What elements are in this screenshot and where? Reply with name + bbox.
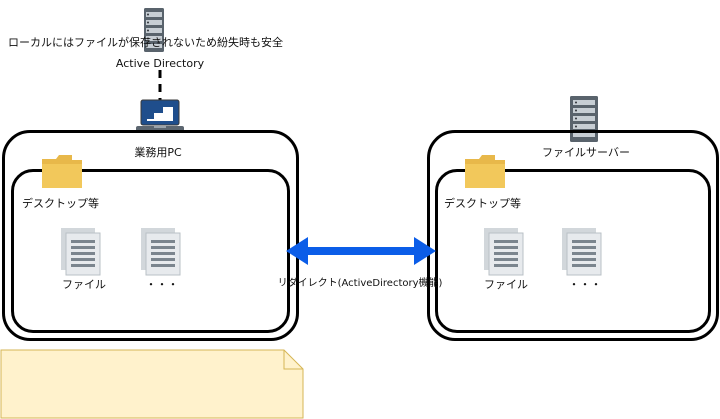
- left-pc-container: [2, 130, 299, 341]
- work-pc-label: 業務用PC: [134, 146, 182, 159]
- file-server-label: ファイルサーバー: [542, 146, 630, 159]
- ad-pc-dashed-connector: [158, 70, 162, 102]
- server-icon: [144, 8, 164, 52]
- note-shape: [0, 349, 304, 419]
- document-icon: [484, 228, 524, 276]
- document-icon: [61, 228, 101, 276]
- folder-icon: [42, 155, 82, 188]
- redirect-label: リダイレクト(ActiveDirectory機能): [277, 278, 443, 289]
- document-icon: [562, 228, 602, 276]
- laptop-icon: [136, 99, 184, 132]
- document-icon: [141, 228, 181, 276]
- left-desktop-label: デスクトップ等: [22, 197, 99, 210]
- left-file-label: ファイル: [62, 278, 106, 291]
- active-directory-label: Active Directory: [115, 57, 205, 70]
- right-server-container: [427, 130, 719, 341]
- note-text: ローカルにはファイルが保存されないため紛失時も安全: [8, 36, 283, 49]
- right-more-label: ・・・: [568, 278, 602, 291]
- left-more-label: ・・・: [145, 278, 179, 291]
- right-file-label: ファイル: [484, 278, 528, 291]
- right-desktop-container: [435, 169, 711, 333]
- redirect-double-arrow: [286, 237, 436, 265]
- right-desktop-label: デスクトップ等: [444, 197, 521, 210]
- folder-icon: [465, 155, 505, 188]
